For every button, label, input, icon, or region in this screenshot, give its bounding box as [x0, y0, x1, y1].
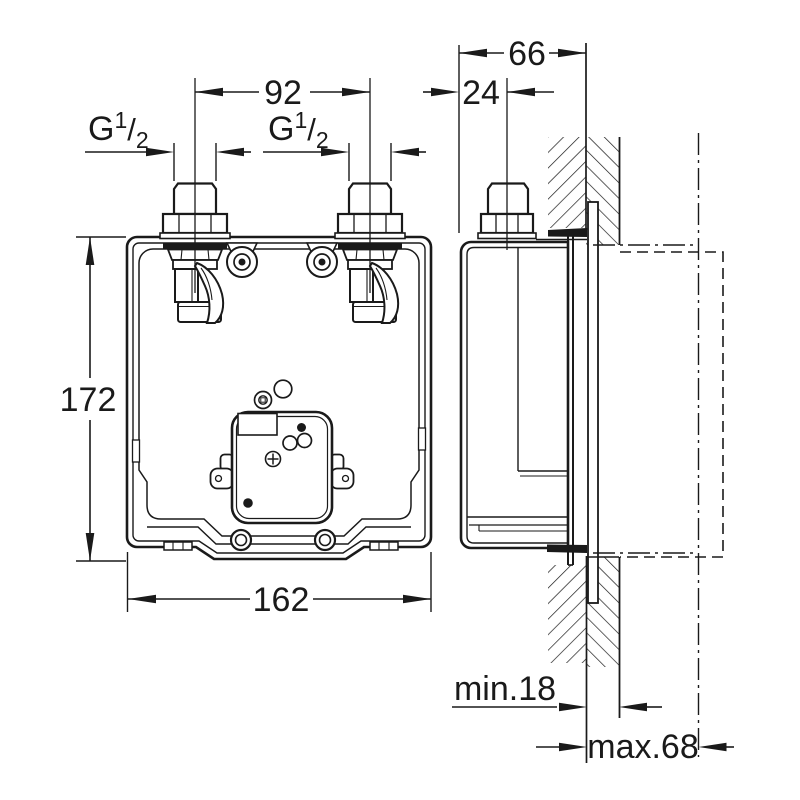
dimension-annotations: 92 G1/2 G1/2 66 [60, 35, 734, 766]
wall-slot-right [417, 427, 427, 451]
mounting-bracket-bottom [547, 544, 587, 553]
dim-thread-right-label: G1/2 [268, 107, 329, 153]
arrowhead [391, 147, 419, 157]
dim-thread-left: G1/2 [85, 107, 251, 181]
mounting-bracket-top [536, 228, 587, 241]
bottom-tab-right [369, 541, 399, 551]
electronics-module [230, 410, 334, 525]
dim-pipe-offset: 24 [423, 74, 554, 112]
module-notch [237, 412, 278, 436]
dim-depth: 66 [458, 35, 586, 233]
dim-depth-label: 66 [508, 35, 546, 73]
side-box-interior [467, 247, 568, 532]
arrowhead [403, 594, 431, 604]
bottom-shelf [147, 526, 411, 545]
arrowhead [85, 533, 95, 561]
valve-lever-left [193, 261, 225, 324]
arrowhead [559, 742, 587, 752]
mounting-lug-right [305, 242, 339, 278]
adjustment-screw [253, 390, 273, 410]
arrowhead [698, 742, 727, 752]
dim-port-spacing-label: 92 [264, 74, 302, 112]
side-view [459, 78, 587, 566]
arrowhead [146, 147, 174, 157]
module-ear-left-lower [209, 467, 235, 490]
box-cavity [138, 248, 420, 545]
wall-finish-line [587, 137, 621, 718]
wall-section [548, 43, 724, 763]
dim-pipe-offset-label: 24 [462, 74, 500, 112]
arrowhead [431, 87, 459, 97]
arrowhead [559, 702, 587, 712]
sensor-hole [273, 379, 293, 399]
wall-face-line [585, 43, 588, 763]
arrowhead [619, 702, 647, 712]
dim-finish-max-label: max.68 [587, 728, 699, 766]
module-holes [243, 423, 313, 508]
dim-finish-min-label: min.18 [454, 670, 556, 708]
arrowhead [342, 87, 370, 97]
screw-boss-right [313, 528, 337, 552]
dim-width: 162 [126, 552, 432, 619]
side-box-outline [459, 240, 570, 550]
dim-port-spacing: 92 [195, 74, 370, 112]
dim-height-label: 172 [60, 381, 117, 419]
dim-finish-min: min.18 [452, 670, 662, 712]
arrowhead [216, 147, 244, 157]
mounting-lug-left [225, 242, 259, 278]
screw-boss-left [229, 528, 253, 552]
arrowhead [128, 594, 156, 604]
valve-lever-right [368, 261, 400, 324]
front-view [125, 78, 433, 561]
arrowhead [321, 147, 349, 157]
dim-width-label: 162 [253, 581, 310, 619]
flange-plate [587, 201, 599, 604]
dim-finish-max: max.68 [536, 728, 734, 766]
dim-thread-left-label: G1/2 [88, 107, 149, 153]
finish-plane-centerline [593, 133, 700, 757]
wall-slot-left [131, 439, 141, 463]
arrowhead [195, 87, 223, 97]
arrowhead [85, 237, 95, 265]
dim-height: 172 [60, 236, 126, 562]
module-screw [264, 450, 282, 468]
wall-hatching-bottom-left [548, 565, 586, 663]
bottom-tab-left [163, 541, 193, 551]
arrowhead [459, 48, 487, 58]
phantom-outline [620, 251, 724, 558]
module-ear-right-lower [329, 467, 355, 490]
wall-hatching-top-left [548, 137, 586, 228]
arrowhead [558, 48, 586, 58]
dim-thread-right: G1/2 [263, 107, 426, 181]
